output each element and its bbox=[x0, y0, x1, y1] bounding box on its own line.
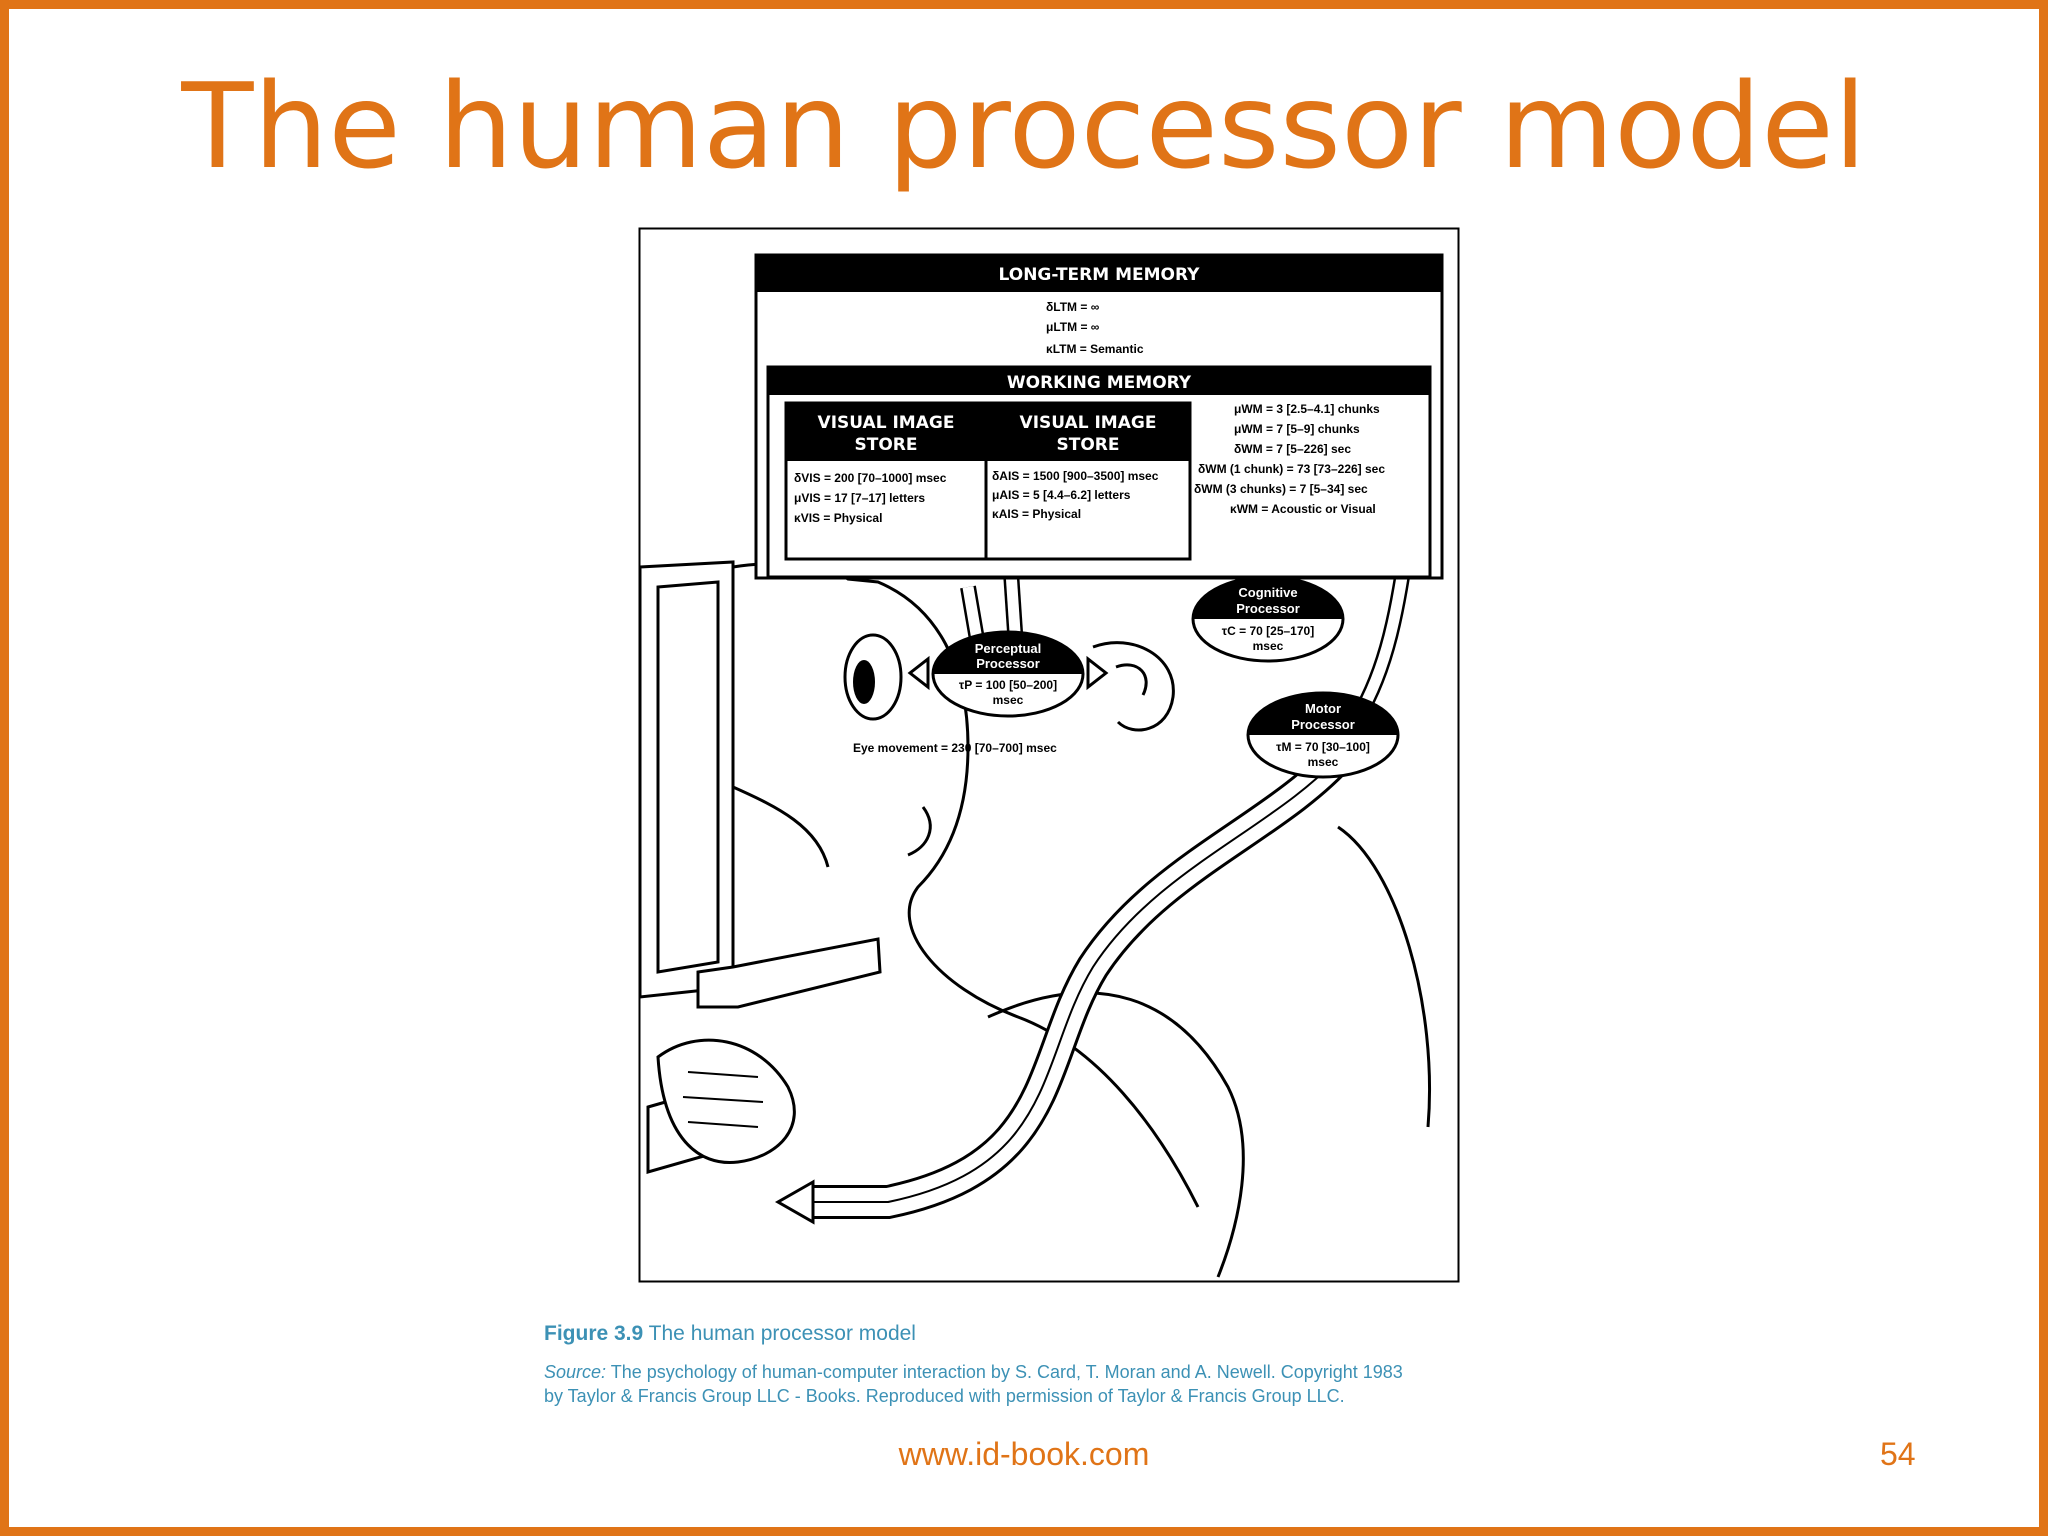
cognitive-ellipse-top bbox=[1193, 577, 1343, 619]
ltm-header: LONG-TERM MEMORY bbox=[999, 265, 1201, 285]
ais-header-line2: STORE bbox=[1057, 435, 1120, 455]
ear bbox=[1092, 641, 1175, 732]
perceptual-ellipse-top bbox=[933, 632, 1083, 674]
nose-line bbox=[732, 785, 830, 868]
cartoon-person bbox=[638, 560, 1432, 1278]
hand bbox=[656, 1038, 796, 1165]
wm-line-3: δWM (1 chunk) = 73 [73–226] sec bbox=[1198, 462, 1385, 476]
cognitive-name-line1: Cognitive bbox=[1238, 585, 1297, 600]
source-text-line2: by Taylor & Francis Group LLC - Books. R… bbox=[544, 1386, 1345, 1406]
motor-name-line1: Motor bbox=[1305, 701, 1341, 716]
perceptual-time-line2: msec bbox=[993, 693, 1024, 707]
perceptual-name-line2: Processor bbox=[976, 656, 1040, 671]
wm-line-5: κWM = Acoustic or Visual bbox=[1230, 502, 1376, 516]
motor-nerve-path bbox=[774, 740, 1356, 1225]
vis-header-bar bbox=[786, 403, 986, 461]
cognitive-name-line2: Processor bbox=[1236, 601, 1300, 616]
figure-title: The human processor model bbox=[648, 1322, 916, 1345]
motor-processor: Motor Processor τM = 70 [30–100] msec bbox=[1246, 691, 1400, 779]
hand-fingers bbox=[682, 1071, 764, 1128]
mouth bbox=[907, 806, 932, 857]
nerve-arrowhead bbox=[774, 1179, 815, 1225]
arrow-eye-head bbox=[907, 655, 930, 691]
motor-name-line2: Processor bbox=[1291, 717, 1355, 732]
motor-time-line2: msec bbox=[1308, 755, 1339, 769]
ais-line-1: μAIS = 5 [4.4–6.2] letters bbox=[992, 488, 1131, 502]
wm-header: WORKING MEMORY bbox=[1007, 373, 1192, 393]
ais-line-0: δAIS = 1500 [900–3500] msec bbox=[992, 469, 1159, 483]
vis-line-0: δVIS = 200 [70–1000] msec bbox=[794, 471, 947, 485]
footer-url: www.id-book.com bbox=[898, 1436, 1150, 1472]
motor-ellipse-top bbox=[1248, 693, 1398, 735]
cognitive-processor: Cognitive Processor τC = 70 [25–170] mse… bbox=[1191, 575, 1345, 663]
ais-line-2: κAIS = Physical bbox=[992, 507, 1081, 521]
ear-inner bbox=[1115, 663, 1148, 696]
perceptual-name-line1: Perceptual bbox=[975, 641, 1041, 656]
figure-caption: Figure 3.9 The human processor model Sou… bbox=[544, 1322, 1584, 1408]
vis-line-1: μVIS = 17 [7–17] letters bbox=[794, 491, 925, 505]
wm-header-bar bbox=[768, 367, 1430, 395]
ais-header-bar bbox=[986, 403, 1190, 461]
ltm-header-bar bbox=[756, 255, 1442, 292]
cognitive-time-line2: msec bbox=[1253, 639, 1284, 653]
slide-title: The human processor model bbox=[181, 57, 1867, 195]
figure-source: Source: The psychology of human-computer… bbox=[544, 1360, 1584, 1408]
source-text-line1: The psychology of human-computer interac… bbox=[610, 1362, 1403, 1382]
human-processor-figure: LONG-TERM MEMORY δLTM = ∞ μLTM = ∞ κLTM … bbox=[638, 227, 1460, 1283]
back-line bbox=[1337, 825, 1432, 1128]
page-number: 54 bbox=[1880, 1436, 1916, 1472]
cognitive-time-line1: τC = 70 [25–170] bbox=[1222, 624, 1314, 638]
vis-line-2: κVIS = Physical bbox=[794, 511, 882, 525]
vis-header-line1: VISUAL IMAGE bbox=[818, 413, 955, 433]
wm-line-2: δWM = 7 [5–226] sec bbox=[1234, 442, 1351, 456]
monitor-stand bbox=[696, 937, 882, 1009]
nerve-center-line bbox=[813, 751, 1344, 1203]
wm-line-1: μWM = 7 [5–9] chunks bbox=[1234, 422, 1360, 436]
ltm-line-2: κLTM = Semantic bbox=[1046, 342, 1144, 356]
figure-illustration: LONG-TERM MEMORY δLTM = ∞ μLTM = ∞ κLTM … bbox=[638, 227, 1460, 1283]
eye-movement-label: Eye movement = 230 [70–700] msec bbox=[853, 741, 1057, 755]
ltm-line-1: μLTM = ∞ bbox=[1046, 320, 1099, 334]
monitor-screen bbox=[656, 580, 720, 974]
arrow-ear-head bbox=[1086, 655, 1109, 691]
figure-label: Figure 3.9 bbox=[544, 1322, 644, 1345]
motor-time-line1: τM = 70 [30–100] bbox=[1276, 740, 1370, 754]
ais-header-line1: VISUAL IMAGE bbox=[1020, 413, 1157, 433]
figure-source-line1: Source: The psychology of human-computer… bbox=[544, 1360, 1584, 1384]
vis-header-line2: STORE bbox=[855, 435, 918, 455]
wm-line-0: μWM = 3 [2.5–4.1] chunks bbox=[1234, 402, 1380, 416]
ltm-line-0: δLTM = ∞ bbox=[1046, 300, 1099, 314]
wm-line-4: δWM (3 chunks) = 7 [5–34] sec bbox=[1194, 482, 1368, 496]
perceptual-processor: Perceptual Processor τP = 100 [50–200] m… bbox=[931, 630, 1085, 718]
figure-caption-title: Figure 3.9 The human processor model bbox=[544, 1322, 1584, 1346]
eye-pupil bbox=[853, 660, 875, 704]
source-label: Source: bbox=[544, 1362, 607, 1382]
perceptual-time-line1: τP = 100 [50–200] bbox=[959, 678, 1057, 692]
